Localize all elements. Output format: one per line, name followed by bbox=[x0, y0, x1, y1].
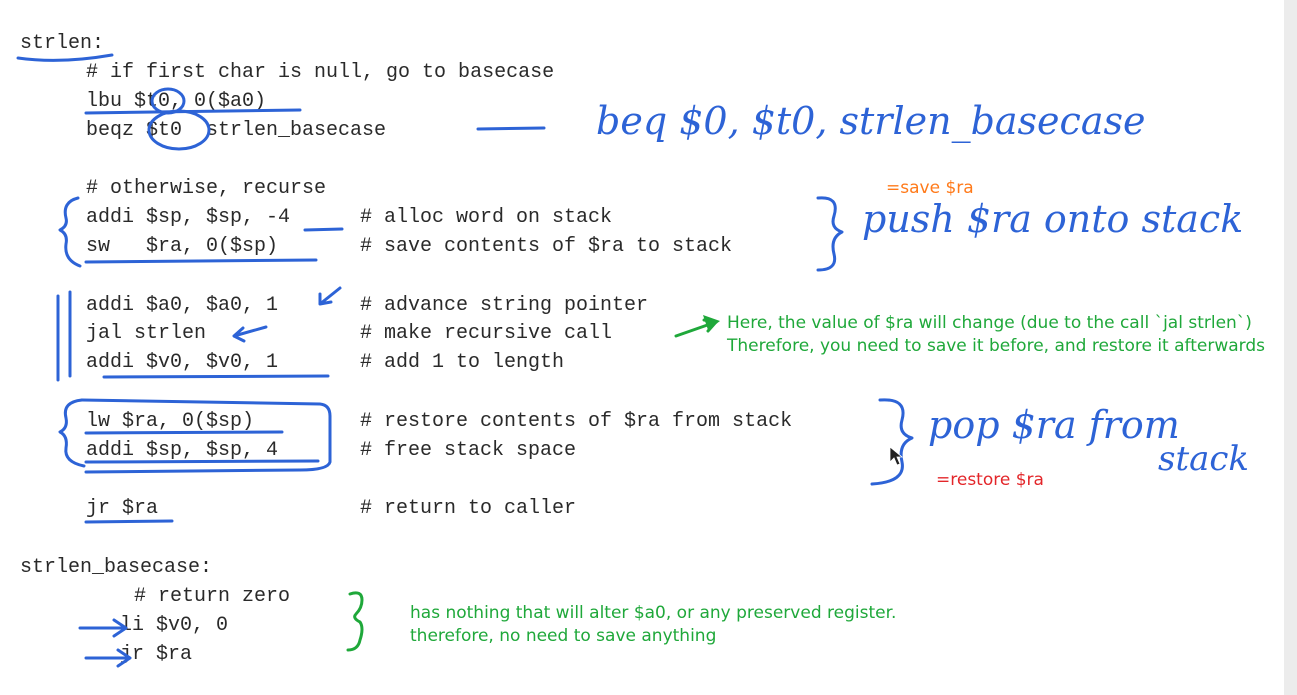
line-addi-sp-minus: addi $sp, $sp, -4 bbox=[86, 206, 291, 229]
green-arrow-ra-change bbox=[674, 320, 718, 338]
arrow-jal bbox=[232, 325, 268, 343]
line-jal: jal strlen bbox=[86, 322, 207, 345]
brace-right-push bbox=[816, 196, 844, 272]
note-basecase-1: has nothing that will alter $a0, or any … bbox=[410, 603, 897, 623]
green-brace-basecase bbox=[346, 591, 364, 652]
line-addi-v0: addi $v0, $v0, 1 bbox=[86, 351, 279, 374]
handwritten-beq-note: beq $0, $t0, strlen_basecase bbox=[596, 99, 1146, 143]
mouse-cursor-icon bbox=[889, 446, 904, 466]
line-lw-ra: lw $ra, 0($sp) bbox=[86, 410, 255, 433]
underline-addi-v0 bbox=[102, 374, 330, 379]
dash-beqz-note bbox=[476, 126, 546, 131]
label-strlen-basecase: strlen_basecase: bbox=[20, 556, 213, 579]
comment-return-caller: # return to caller bbox=[360, 497, 577, 520]
note-restore-ra: =restore $ra bbox=[936, 470, 1044, 490]
line-sw-ra: sw $ra, 0($sp) bbox=[86, 235, 279, 258]
handwritten-pop-note-2: stack bbox=[1158, 439, 1250, 479]
line-addi-sp-plus: addi $sp, $sp, 4 bbox=[86, 439, 279, 462]
brace-right-pop bbox=[870, 398, 914, 486]
line-beqz: beqz $t0 strlen_basecase bbox=[86, 119, 387, 142]
comment-add-length: # add 1 to length bbox=[360, 351, 565, 374]
vertical-scrollbar[interactable] bbox=[1284, 0, 1297, 695]
line-lbu: lbu $t0, 0($a0) bbox=[86, 90, 267, 113]
comment-restore-ra: # restore contents of $ra from stack bbox=[360, 410, 793, 433]
label-strlen: strlen: bbox=[20, 32, 105, 55]
comment-free-stack: # free stack space bbox=[360, 439, 577, 462]
comment-advance: # advance string pointer bbox=[360, 294, 649, 317]
arrow-addi-a0 bbox=[318, 286, 342, 306]
line-li-v0: li $v0, 0 bbox=[120, 614, 229, 637]
brace-left-pop bbox=[58, 398, 86, 468]
green-arrowhead-fill bbox=[703, 315, 720, 330]
underline-jr bbox=[84, 519, 174, 524]
note-basecase-2: therefore, no need to save anything bbox=[410, 626, 717, 646]
comment-save-ra: # save contents of $ra to stack bbox=[360, 235, 733, 258]
comment-recurse: # otherwise, recurse bbox=[86, 177, 327, 200]
comment-recursive-call: # make recursive call bbox=[360, 322, 613, 345]
comment-return-zero: # return zero bbox=[134, 585, 291, 608]
line-jr-ra: jr $ra bbox=[86, 497, 159, 520]
underline-minus4 bbox=[303, 227, 344, 232]
underline-sw bbox=[84, 258, 318, 264]
handwritten-pop-note-1: pop $ra from bbox=[928, 403, 1180, 447]
comment-alloc: # alloc word on stack bbox=[360, 206, 613, 229]
green-arrowhead bbox=[702, 318, 718, 333]
note-ra-change-1: Here, the value of $ra will change (due … bbox=[727, 313, 1252, 333]
note-ra-change-2: Therefore, you need to save it before, a… bbox=[727, 336, 1265, 356]
handwritten-push-note: push $ra onto stack bbox=[862, 197, 1244, 241]
comment-basecase: # if first char is null, go to basecase bbox=[86, 61, 555, 84]
note-save-ra: =save $ra bbox=[886, 178, 974, 198]
line-jr-base: jr $ra bbox=[120, 643, 193, 666]
line-addi-a0: addi $a0, $a0, 1 bbox=[86, 294, 279, 317]
underline-strlen bbox=[16, 53, 114, 62]
brace-left-push bbox=[58, 196, 82, 268]
